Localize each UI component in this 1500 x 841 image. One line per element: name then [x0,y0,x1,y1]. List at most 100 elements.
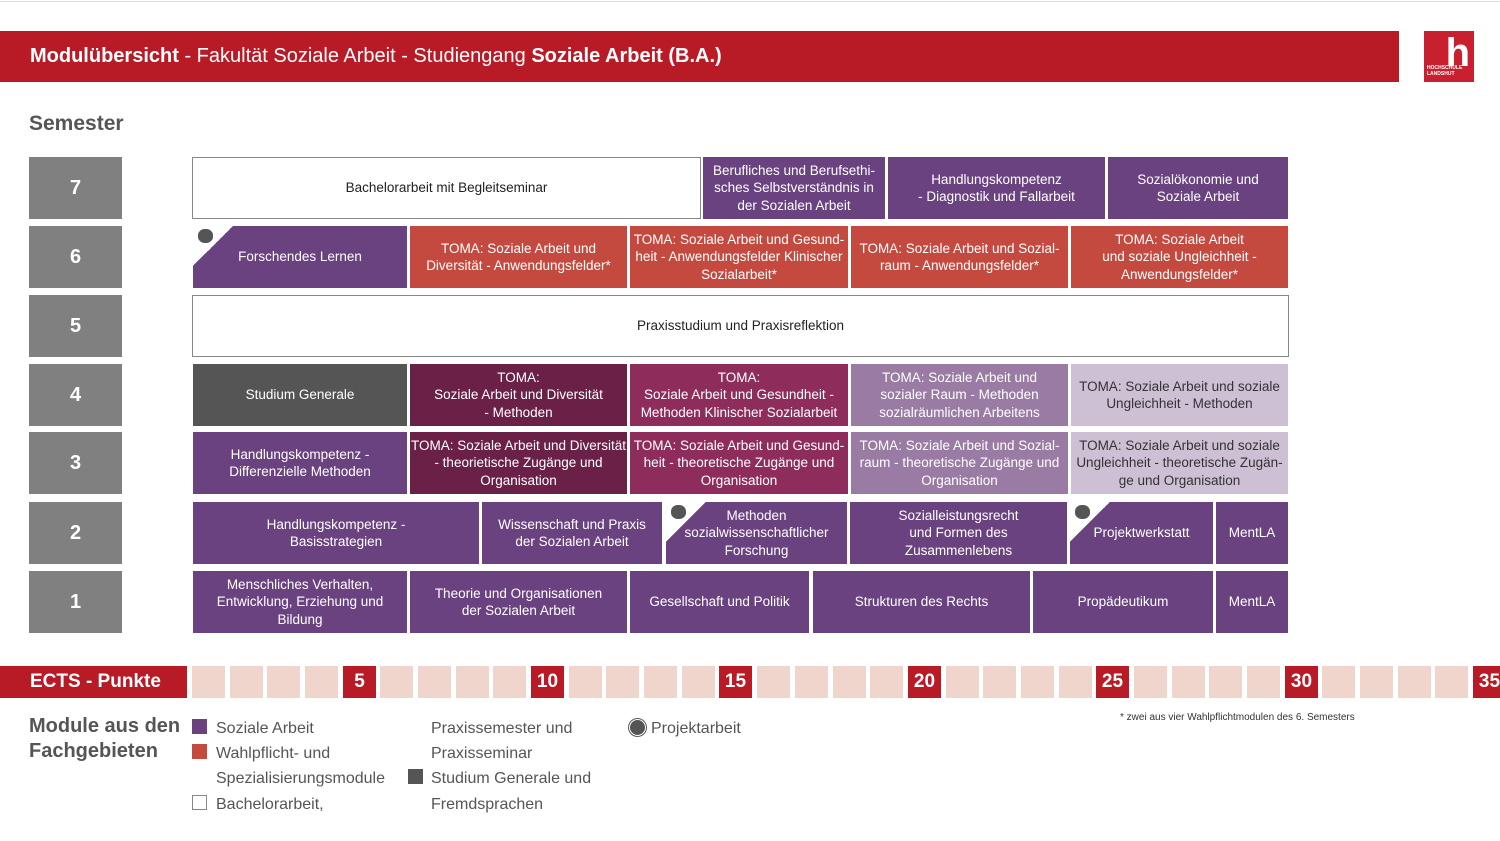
ects-cell [606,666,639,698]
module-toma-gesundheit-anw: TOMA: Soziale Arbeit und Gesund- heit - … [630,226,848,288]
semester-4: 4 [29,364,122,426]
module-toma-ungleichheit-anw: TOMA: Soziale Arbeit und soziale Ungleic… [1071,226,1288,288]
ects-mark: 15 [719,666,752,698]
ects-cell [757,666,790,698]
footnote: * zwei aus vier Wahlpflichtmodulen des 6… [1120,712,1355,723]
module-studium-generale: Studium Generale [193,364,407,426]
module-praxisstudium: Praxisstudium und Praxisreflektion [192,295,1289,357]
ects-cell [1172,666,1205,698]
legend-praxissemester: Praxissemester und [431,720,573,737]
legend-studium-generale: Studium Generale und [431,770,592,787]
module-toma-sozialraum-meth: TOMA: Soziale Arbeit und sozialer Raum -… [851,364,1068,426]
module-forschungsmethoden: Methoden sozialwissenschaftlicher Forsch… [666,502,847,564]
module-sozialoekonomie: Sozialökonomie und Soziale Arbeit [1108,157,1288,219]
module-basisstrategien: Handlungskompetenz - Basisstrategien [193,502,479,564]
module-wissenschaft-praxis: Wissenschaft und Praxis der Sozialen Arb… [482,502,662,564]
legend-projektarbeit: Projektarbeit [651,720,741,737]
legend-title: Module aus den Fachgebieten [29,715,181,762]
ects-mark: 20 [908,666,941,698]
module-label: Forschendes Lernen [238,249,362,265]
module-mentla-2: MentLA [1216,502,1288,564]
module-toma-ungleichheit-theo: TOMA: Soziale Arbeit und soziale Ungleic… [1071,432,1288,494]
module-toma-gesundheit-theo: TOMA: Soziale Arbeit und Gesund- heit - … [630,432,848,494]
ects-cell [1134,666,1167,698]
header-program: Soziale Arbeit (B.A.) [531,45,722,67]
module-toma-sozialraum-anw: TOMA: Soziale Arbeit und Sozial- raum - … [851,226,1068,288]
ects-cell [192,666,225,698]
ects-cell [493,666,526,698]
ects-cell [946,666,979,698]
page-header: Modulübersicht - Fakultät Soziale Arbeit… [0,31,1399,82]
legend-praxisseminar: Praxisseminar [431,745,533,762]
ects-cell [1360,666,1393,698]
legend-spezialisierung: Spezialisierungsmodule [216,770,385,787]
ects-cell [682,666,715,698]
ects-cell [456,666,489,698]
legend-soziale-arbeit: Soziale Arbeit [216,720,314,737]
ects-cell [870,666,903,698]
module-toma-gesundheit-meth: TOMA: Soziale Arbeit und Gesundheit - Me… [630,364,848,426]
module-diagnostik: Handlungskompetenz - Diagnostik und Fall… [888,157,1105,219]
project-icon [629,719,646,736]
logo-text: HOCHSCHULE LANDSHUT [1427,65,1463,77]
module-strukturen-rechts: Strukturen des Rechts [813,571,1030,633]
logo-letter: h [1445,31,1470,75]
module-sozialleistungsrecht: Sozialleistungsrecht und Formen des Zusa… [850,502,1067,564]
module-projektwerkstatt: Projektwerkstatt [1070,502,1213,564]
ects-cell [1021,666,1054,698]
legend-fremdsprachen: Fremdsprachen [431,796,544,813]
module-forschendes-lernen: Forschendes Lernen [193,226,407,288]
module-bachelorarbeit: Bachelorarbeit mit Begleitseminar [192,157,701,219]
project-icon [1070,502,1110,542]
ects-cell [1322,666,1355,698]
ects-cell [569,666,602,698]
module-mentla-1: MentLA [1216,571,1288,633]
legend-wahlpflicht: Wahlpflicht- und [216,745,331,762]
ects-mark: 5 [343,666,376,698]
semester-heading: Semester [29,112,124,135]
module-toma-sozialraum-theo: TOMA: Soziale Arbeit und Sozial- raum - … [851,432,1068,494]
ects-cell [1209,666,1242,698]
legend-swatch-white [192,795,207,810]
legend-swatch-gray [408,769,423,784]
ects-mark: 35 [1473,666,1500,698]
module-menschliches-verhalten: Menschliches Verhalten, Entwicklung, Erz… [193,571,407,633]
legend-swatch-purple [192,719,207,734]
ects-cell [1247,666,1280,698]
ects-cell [305,666,338,698]
module-gesellschaft-politik: Gesellschaft und Politik [630,571,809,633]
semester-6: 6 [29,226,122,288]
project-icon [666,502,706,542]
ects-cell [795,666,828,698]
semester-3: 3 [29,432,122,494]
module-berufsethik: Berufliches und Berufsethi- sches Selbst… [703,157,885,219]
ects-cell [1059,666,1092,698]
project-icon [193,226,233,266]
module-label: Projektwerkstatt [1093,525,1190,541]
semester-1: 1 [29,571,122,633]
module-toma-diversitaet-meth: TOMA: Soziale Arbeit und Diversität - Me… [410,364,627,426]
semester-7: 7 [29,157,122,219]
top-rule [0,1,1500,2]
header-title: - Fakultät Soziale Arbeit - Studiengang [178,45,532,67]
semester-5: 5 [29,295,122,357]
module-propaedeutikum: Propädeutikum [1033,571,1213,633]
ects-mark: 25 [1096,666,1129,698]
module-toma-diversitaet-anw: TOMA: Soziale Arbeit und Diversität - An… [410,226,627,288]
ects-cell [983,666,1016,698]
module-theorie-organisationen: Theorie und Organisationen der Sozialen … [410,571,627,633]
ects-cell [418,666,451,698]
header-title-bold: Modulübersicht [30,45,179,67]
ects-cell [833,666,866,698]
ects-cell [1398,666,1431,698]
ects-label: ECTS - Punkte [0,666,187,698]
module-differenzielle-methoden: Handlungskompetenz - Differenzielle Meth… [193,432,407,494]
module-toma-diversitaet-theo: TOMA: Soziale Arbeit und Diversität - th… [410,432,627,494]
ects-cell [267,666,300,698]
legend-swatch-red [192,744,207,759]
ects-cell [1435,666,1468,698]
module-label: Methoden sozialwissenschaftlicher Forsch… [684,507,829,558]
ects-cell [230,666,263,698]
semester-2: 2 [29,502,122,564]
